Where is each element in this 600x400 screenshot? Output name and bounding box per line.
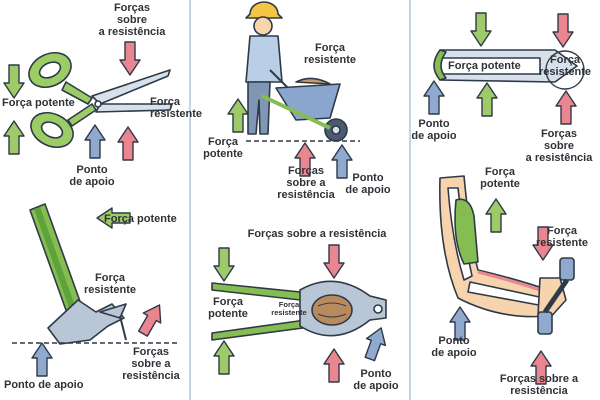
arm-illustration xyxy=(439,175,575,335)
hammer-potent-label: Força potente xyxy=(104,213,177,225)
nutcracker-resist-arrow-bottom xyxy=(323,348,345,383)
tweezers-illustration xyxy=(433,49,585,90)
nutcracker-fulcrum-arrow xyxy=(359,323,392,364)
nutcracker-resist-label: Força resistente xyxy=(271,300,307,317)
tweezers-resist-arrow-top xyxy=(552,13,574,48)
scissors-fulcrum-label: Ponto de apoio xyxy=(69,164,115,188)
wheelbarrow-potent-arrow xyxy=(227,98,249,133)
hammer-fulcrum-arrow xyxy=(31,342,53,377)
scissors-resistance-label: Forças sobre a resistência xyxy=(98,2,166,38)
wheelbarrow-potent-label: Força potente xyxy=(203,136,243,160)
hammer-illustration xyxy=(12,203,180,345)
nutcracker-illustration xyxy=(211,280,387,341)
tweezers-fulcrum-label: Ponto de apoio xyxy=(411,118,457,142)
scissors-potent-arrow-top xyxy=(3,64,25,99)
arm-resistance-label: Forças sobre a resistência xyxy=(499,373,579,397)
nutcracker-resistance-label: Forças sobre a resistência xyxy=(247,228,387,240)
wheelbarrow-resist-label: Força resistente xyxy=(304,42,356,66)
tweezers-resistance-label: Forças sobre a resistência xyxy=(525,128,593,164)
tweezers-potent-arrow-bottom xyxy=(476,82,498,117)
arm-resist-label: Força resistente xyxy=(536,225,588,249)
scissors-fulcrum-arrow xyxy=(84,124,106,159)
nutcracker-potent-label: Força potente xyxy=(208,296,248,320)
arm-fulcrum-label: Ponto de apoio xyxy=(431,335,477,359)
scissors-potent-arrow-bottom xyxy=(3,120,25,155)
arm-potent-label: Força potente xyxy=(480,166,520,190)
nutcracker-fulcrum-label: Ponto de apoio xyxy=(353,368,399,392)
hammer-fulcrum-label: Ponto de apoio xyxy=(4,379,84,391)
wheelbarrow-illustration xyxy=(245,1,360,142)
tweezers-fulcrum-arrow xyxy=(423,80,445,115)
scissors-resistance-arrow xyxy=(119,41,141,76)
nutcracker-resist-arrow-top xyxy=(323,244,345,279)
arm-potent-arrow xyxy=(485,198,507,233)
hammer-resist-label: Força resistente xyxy=(84,272,136,296)
tweezers-potent-arrow-top xyxy=(470,12,492,47)
tweezers-potent-label: Força potente xyxy=(448,60,521,72)
tweezers-resist-label: Força resistente xyxy=(539,54,591,78)
wheelbarrow-fulcrum-label: Ponto de apoio xyxy=(345,172,391,196)
tweezers-resist-arrow-bottom xyxy=(555,90,577,125)
scissors-potent-label: Força potente xyxy=(2,97,75,109)
scissors-resist-label: Força resistente xyxy=(150,96,202,120)
hammer-resist-arrow xyxy=(133,299,169,340)
hammer-resistance-label: Forças sobre a resistência xyxy=(122,346,180,382)
scissors-illustration xyxy=(28,51,173,149)
nutcracker-potent-arrow-bottom xyxy=(213,340,235,375)
nutcracker-potent-arrow-top xyxy=(213,247,235,282)
scissors-resist-arrow xyxy=(117,126,139,161)
wheelbarrow-resistance-label: Forças sobre a resistência xyxy=(277,165,335,201)
